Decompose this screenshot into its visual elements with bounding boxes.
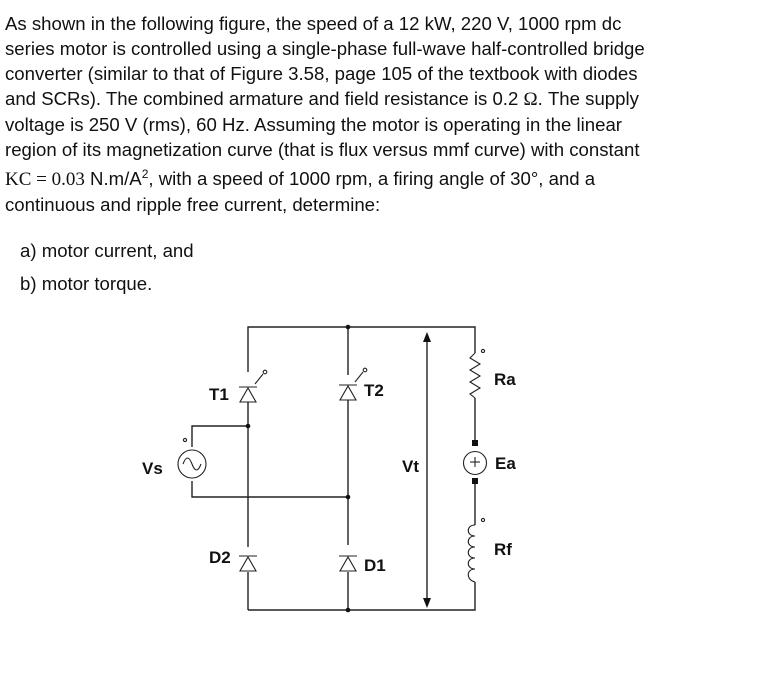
label-vt: Vt bbox=[402, 457, 419, 476]
problem-line-3: converter (similar to that of Figure 3.5… bbox=[5, 63, 638, 84]
speed-text: , with a speed of 1000 rpm, a firing ang… bbox=[148, 168, 596, 190]
resistance-text: and SCRs). The combined armature and fie… bbox=[5, 88, 524, 109]
kc-symbol: KC bbox=[5, 169, 32, 191]
supply-text: . The supply bbox=[537, 88, 639, 109]
bridge-wires bbox=[191, 326, 476, 611]
question-b: b) motor torque. bbox=[20, 273, 153, 294]
inductor-rf-icon bbox=[467, 517, 486, 583]
label-ra: Ra bbox=[494, 370, 516, 389]
diode-d1-icon bbox=[339, 555, 357, 572]
problem-line-1: As shown in the following figure, the sp… bbox=[5, 13, 622, 34]
dc-source-ea-icon bbox=[462, 440, 488, 484]
problem-line-5: voltage is 250 V (rms), 60 Hz. Assuming … bbox=[5, 114, 622, 135]
label-d1: D1 bbox=[364, 556, 386, 575]
label-d2: D2 bbox=[209, 548, 231, 567]
ac-source-icon bbox=[177, 437, 207, 479]
problem-line-4: and SCRs). The combined armature and fie… bbox=[5, 86, 773, 112]
diode-d2-icon bbox=[239, 555, 257, 572]
label-rf: Rf bbox=[494, 540, 512, 559]
label-t1: T1 bbox=[209, 385, 229, 404]
question-a: a) motor current, and bbox=[20, 240, 194, 261]
problem-line-2: series motor is controlled using a singl… bbox=[5, 38, 645, 59]
resistor-ra-icon bbox=[468, 348, 486, 399]
thyristor-t2-icon bbox=[339, 367, 368, 401]
problem-line-8: continuous and ripple free current, dete… bbox=[5, 194, 381, 216]
problem-line-6: region of its magnetization curve (that … bbox=[5, 139, 640, 160]
kc-unit-exponent: 2 bbox=[141, 167, 149, 181]
kc-value: = 0.03 bbox=[31, 169, 85, 191]
ohm-symbol: Ω bbox=[523, 89, 538, 110]
label-t2: T2 bbox=[364, 381, 384, 400]
problem-statement: As shown in the following figure, the sp… bbox=[5, 11, 773, 217]
vt-arrow-icon bbox=[423, 332, 431, 608]
junction-dots bbox=[245, 324, 351, 613]
thyristor-t1-icon bbox=[239, 369, 268, 403]
problem-line-7: KC = 0.03 N.m/A2, with a speed of 1000 r… bbox=[5, 162, 773, 192]
kc-unit: N.m/A bbox=[84, 168, 142, 190]
label-vs: Vs bbox=[142, 459, 163, 478]
label-ea: Ea bbox=[495, 454, 516, 473]
question-list: a) motor current, and b) motor torque. bbox=[20, 234, 194, 300]
